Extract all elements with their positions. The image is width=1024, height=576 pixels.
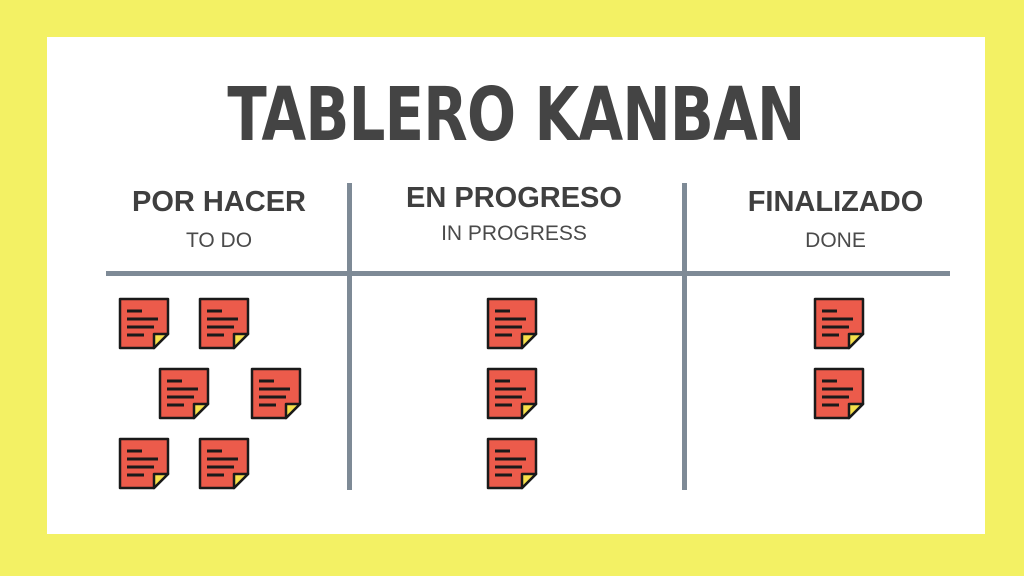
sticky-note-icon[interactable]: [158, 367, 210, 420]
column-divider: [682, 183, 687, 490]
header-divider: [106, 271, 950, 276]
column-header-in-progress: EN PROGRESO IN PROGRESS: [364, 181, 664, 247]
column-title: POR HACER: [131, 186, 306, 218]
column-header-done: FINALIZADO DONE: [697, 185, 974, 254]
column-subtitle: DONE: [805, 229, 866, 252]
column-title: EN PROGRESO: [406, 182, 622, 214]
column-subtitle: TO DO: [185, 229, 253, 252]
column-header-todo: POR HACER TO DO: [94, 185, 344, 254]
column-divider: [347, 183, 352, 490]
column-title: FINALIZADO: [747, 186, 924, 218]
sticky-note-icon[interactable]: [486, 297, 538, 350]
kanban-board: TABLERO KANBAN POR HACER TO DO EN PROGRE…: [47, 37, 985, 534]
board-title: TABLERO KANBAN: [227, 72, 805, 158]
sticky-note-icon[interactable]: [486, 437, 538, 490]
sticky-note-icon[interactable]: [813, 297, 865, 350]
column-subtitle: IN PROGRESS: [441, 222, 587, 245]
sticky-note-icon[interactable]: [198, 297, 250, 350]
sticky-note-icon[interactable]: [198, 437, 250, 490]
sticky-note-icon[interactable]: [486, 367, 538, 420]
sticky-note-icon[interactable]: [250, 367, 302, 420]
sticky-note-icon[interactable]: [118, 297, 170, 350]
sticky-note-icon[interactable]: [813, 367, 865, 420]
sticky-note-icon[interactable]: [118, 437, 170, 490]
